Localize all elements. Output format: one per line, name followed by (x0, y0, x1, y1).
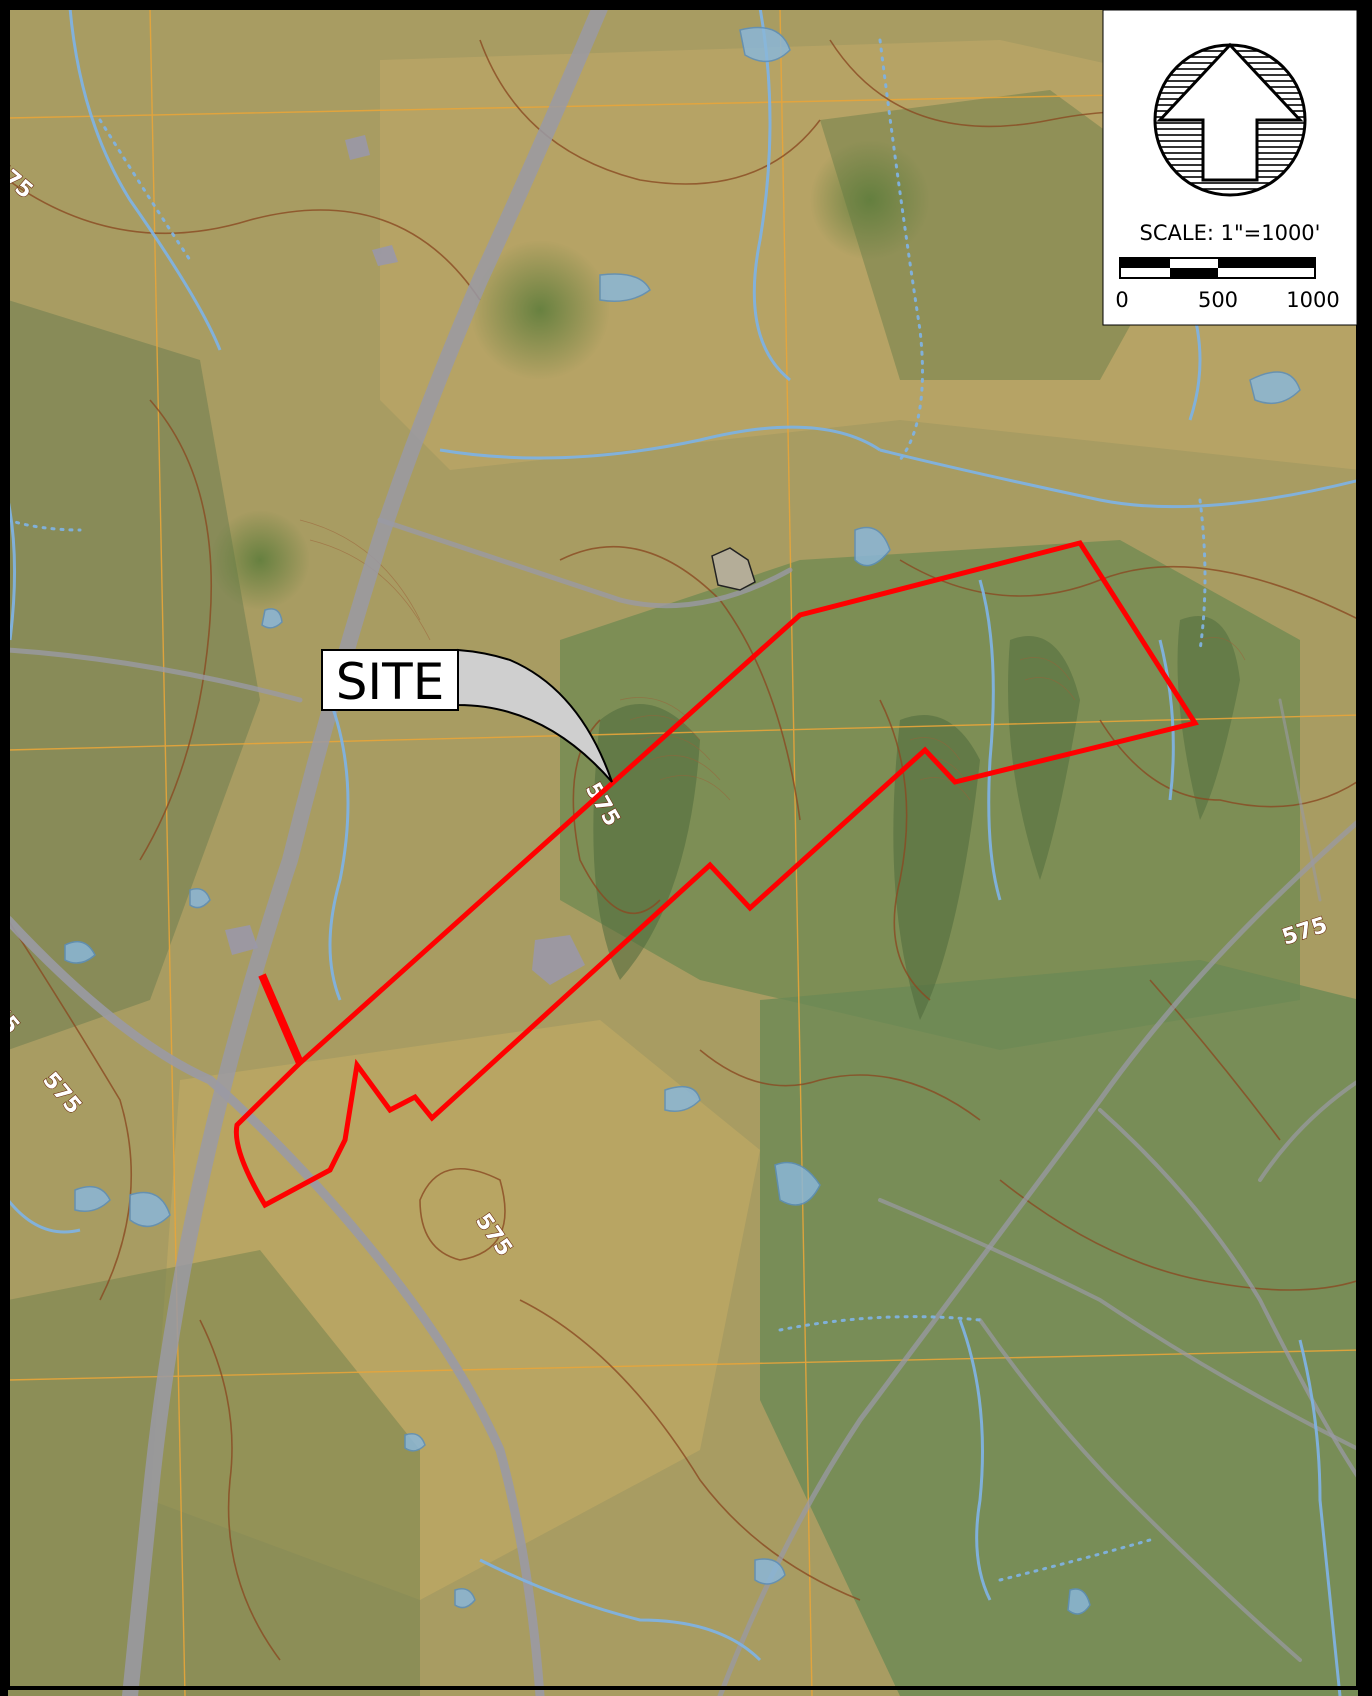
scale-bar (1119, 257, 1316, 279)
ravine-4 (1177, 616, 1240, 820)
pond-gray (711, 547, 756, 591)
site-callout-pointer (457, 648, 613, 783)
woodland-southwest (8, 1250, 420, 1696)
site-label-box (321, 649, 459, 711)
roads (8, 8, 1358, 1696)
buildings (225, 135, 585, 985)
scale-text: SCALE: 1"=1000' (1140, 221, 1321, 245)
site-callout: SITE (321, 648, 613, 783)
site-boundary (233, 540, 1199, 1209)
site-label: SITE (336, 653, 445, 711)
ponds (64, 26, 1301, 1615)
woodland-west (8, 300, 260, 1050)
legend-box: SCALE: 1"=1000' 0 500 1000 (1102, 9, 1358, 326)
site-boundary-spur (258, 973, 304, 1065)
scale-tick-500: 500 (1198, 288, 1238, 312)
woodland-southeast (760, 960, 1358, 1696)
north-arrow-icon (1153, 42, 1307, 197)
ravine-2 (893, 715, 980, 1020)
scale-tick-0: 0 (1115, 288, 1128, 312)
scale-tick-1000: 1000 (1286, 288, 1339, 312)
streams-dotted (8, 38, 1207, 1582)
